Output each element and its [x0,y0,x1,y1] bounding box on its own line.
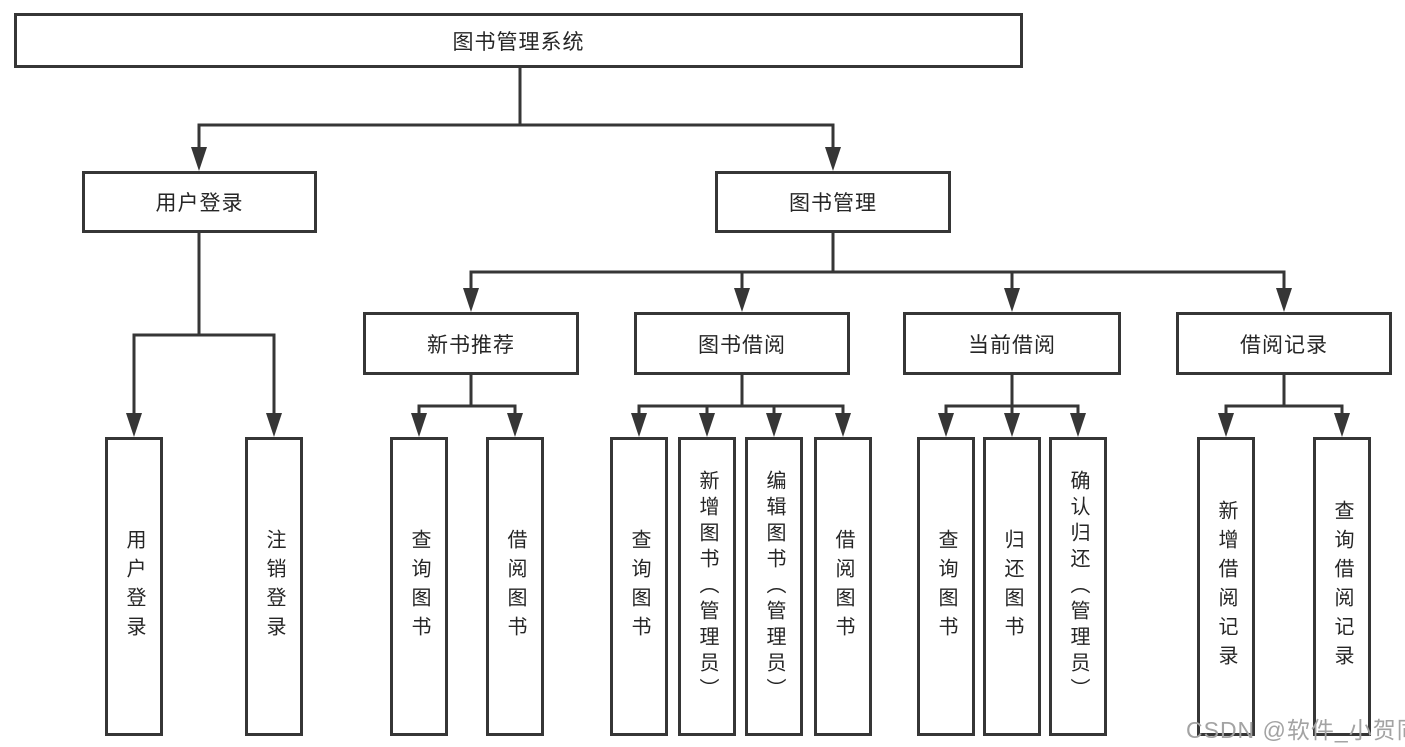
leaf-records-add-borrow-record: 新增借阅记录 [1197,437,1255,736]
leaf-user-login: 用户登录 [105,437,163,736]
watermark: CSDN @软件_小贺同学 [1186,717,1405,743]
node-book-borrowing: 图书借阅 [634,312,850,375]
leaf-current-confirm-return-admin: 确认归还（管理员） [1049,437,1107,736]
leaf-current-return-books: 归还图书 [983,437,1041,736]
leaf-current-query-books: 查询图书 [917,437,975,736]
leaf-borrowing-edit-books-admin: 编辑图书（管理员） [745,437,803,736]
leaf-recommend-query-books: 查询图书 [390,437,448,736]
node-current-borrowing: 当前借阅 [903,312,1121,375]
node-user-login: 用户登录 [82,171,317,233]
leaf-recommend-borrow-books: 借阅图书 [486,437,544,736]
node-root: 图书管理系统 [14,13,1023,68]
node-book-management: 图书管理 [715,171,951,233]
leaf-borrowing-add-books-admin: 新增图书（管理员） [678,437,736,736]
node-borrowing-records: 借阅记录 [1176,312,1392,375]
leaf-borrowing-query-books: 查询图书 [610,437,668,736]
node-new-book-recommendation: 新书推荐 [363,312,579,375]
leaf-logout: 注销登录 [245,437,303,736]
leaf-borrowing-borrow-books: 借阅图书 [814,437,872,736]
leaf-records-query-borrow-record: 查询借阅记录 [1313,437,1371,736]
